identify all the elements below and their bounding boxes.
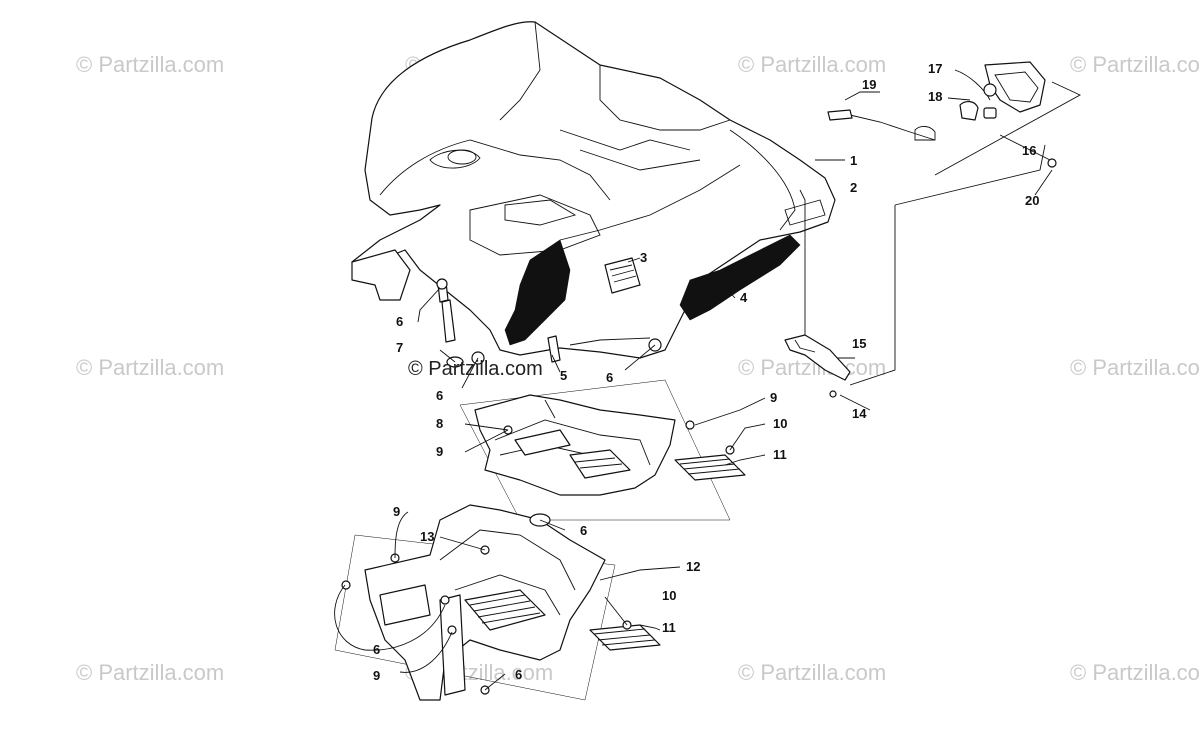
leader-lines-bottom xyxy=(334,397,766,691)
right-footwell xyxy=(459,379,746,521)
taillight-assembly xyxy=(827,61,1081,176)
watermark: © Partzilla.com xyxy=(738,52,887,77)
callout-9: 9 xyxy=(770,390,777,405)
callout-4: 4 xyxy=(740,290,748,305)
rear-fender-part xyxy=(351,21,836,368)
callout-17: 17 xyxy=(928,61,942,76)
center-watermark: © Partzilla.com xyxy=(408,358,543,380)
watermark: © Partzilla.com xyxy=(76,355,225,380)
callout-6: 6 xyxy=(396,314,403,329)
callout-6: 6 xyxy=(515,667,522,682)
callout-6: 6 xyxy=(606,370,613,385)
watermark: © Partzilla.com xyxy=(1070,355,1200,380)
callout-20: 20 xyxy=(1025,193,1039,208)
callout-1: 1 xyxy=(850,153,857,168)
callout-11: 11 xyxy=(662,620,676,635)
callout-19: 19 xyxy=(862,77,876,92)
watermark: © Partzilla.com xyxy=(738,660,887,685)
callout-3: 3 xyxy=(640,250,647,265)
callout-9: 9 xyxy=(436,444,443,459)
callout-18: 18 xyxy=(928,89,942,104)
callout-10: 10 xyxy=(773,416,787,431)
left-footwell xyxy=(334,504,661,701)
callout-15: 15 xyxy=(852,336,866,351)
callout-9: 9 xyxy=(393,504,400,519)
callout-12: 12 xyxy=(686,559,700,574)
callout-10: 10 xyxy=(662,588,676,603)
callout-labels: 1 2 3 4 5 6 6 6 6 6 6 7 8 9 9 9 9 10 10 … xyxy=(373,61,1039,683)
callout-7: 7 xyxy=(396,340,403,355)
callout-2: 2 xyxy=(850,180,857,195)
watermark: © Partzilla.com xyxy=(76,660,225,685)
callout-6: 6 xyxy=(373,642,380,657)
watermark: © Partzilla.com xyxy=(1070,52,1200,77)
callout-6: 6 xyxy=(580,523,587,538)
callout-6: 6 xyxy=(436,388,443,403)
callout-13: 13 xyxy=(420,529,434,544)
callout-14: 14 xyxy=(852,406,867,421)
callout-11: 11 xyxy=(773,447,787,462)
callout-9: 9 xyxy=(373,668,380,683)
watermark: © Partzilla.com xyxy=(76,52,225,77)
callout-5: 5 xyxy=(560,368,567,383)
bracket-part xyxy=(784,334,851,398)
watermark: © Partzilla.com xyxy=(1070,660,1200,685)
callout-8: 8 xyxy=(436,416,443,431)
callout-16: 16 xyxy=(1022,143,1036,158)
